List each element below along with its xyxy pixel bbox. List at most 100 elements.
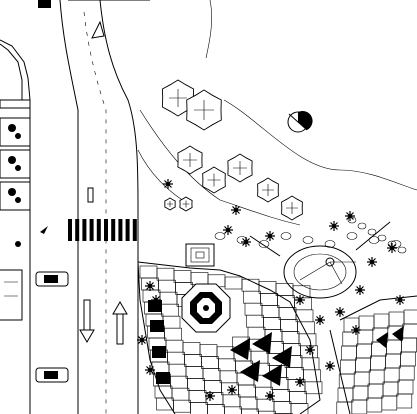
grid-cell — [182, 342, 201, 355]
grid-cell — [173, 270, 192, 283]
shrub-icon — [355, 285, 365, 295]
grid-cell — [256, 398, 275, 412]
crosswalk-stripe — [75, 219, 80, 241]
shrub-icon — [329, 221, 339, 231]
grid-cell — [367, 383, 384, 399]
grid-cell — [351, 399, 368, 414]
grid-cell — [401, 337, 417, 353]
roof-triangle — [376, 332, 388, 348]
octagon-pavilion — [181, 283, 231, 333]
grid-cell — [244, 302, 263, 316]
shrub-icon — [137, 335, 147, 345]
grid-cell — [352, 385, 369, 401]
grid-cell — [402, 323, 417, 339]
crosswalk-stripe — [125, 219, 130, 241]
grid-cell — [275, 283, 294, 296]
planter-box — [148, 300, 162, 312]
path-upper — [205, 0, 212, 59]
traffic-arrow-up-icon — [112, 301, 128, 345]
tree-icon — [177, 145, 203, 175]
shrub-icon — [15, 165, 21, 171]
shrub-icon — [15, 133, 21, 139]
crosswalk-stripe — [89, 219, 94, 241]
crosswalk-stripe — [104, 219, 108, 241]
grid-cell — [261, 305, 280, 318]
grid-cell — [382, 381, 399, 397]
roof-triangle — [272, 346, 292, 368]
shrub-icon — [295, 295, 305, 305]
parking-stall — [0, 181, 31, 211]
crosswalk-stripe — [111, 219, 116, 241]
planter-box — [150, 320, 164, 332]
hedge-shrub — [357, 222, 367, 230]
roof-triangle — [230, 338, 250, 360]
grid-cell — [224, 276, 243, 290]
parking-stalls — [0, 117, 31, 211]
tree-icon — [164, 197, 176, 211]
grid-cell — [218, 358, 236, 372]
tree-icon — [186, 89, 222, 131]
hedge-shrub — [387, 240, 397, 248]
park-boundary — [137, 0, 417, 226]
grid-cell — [366, 397, 383, 413]
grid-cell — [290, 403, 309, 414]
grid-cell — [304, 381, 323, 395]
grid-cell — [241, 408, 259, 414]
grid-cell — [216, 346, 235, 360]
grid-cell — [190, 272, 209, 285]
grid-cell — [295, 309, 314, 323]
planter-box — [156, 372, 170, 384]
grid-cell — [383, 367, 400, 383]
hedge-shrub — [214, 232, 226, 240]
grid-cell — [165, 339, 184, 353]
shrub-icon — [387, 243, 397, 253]
shrub-icon — [325, 361, 335, 371]
crosswalk-stripe — [82, 219, 87, 241]
trees-small — [137, 179, 405, 401]
grid-cell — [219, 370, 238, 384]
shrub-icon — [345, 211, 355, 221]
grid-cell — [275, 413, 293, 414]
shrub-icon — [265, 231, 275, 241]
tree-icon — [8, 188, 16, 196]
grid-cell — [263, 317, 281, 330]
shrub-icon — [145, 365, 155, 375]
grid-cell — [202, 368, 221, 381]
shrub-icon — [15, 197, 21, 203]
grid-cell — [158, 279, 176, 293]
grid-cell — [184, 354, 202, 367]
grid-building — [137, 261, 323, 414]
north-arrow-icon — [287, 110, 313, 133]
grid-cell — [381, 395, 398, 411]
road-edge-east — [99, 0, 139, 414]
building-detail — [4, 281, 18, 297]
grid-cell — [173, 399, 191, 413]
shrub-icon — [15, 241, 21, 247]
parking-stall — [0, 149, 31, 179]
hedge-shrub — [302, 236, 314, 244]
grid-cell — [356, 343, 372, 359]
median-marker — [87, 187, 94, 203]
tree-icon — [281, 195, 303, 221]
grid-cell — [161, 303, 179, 317]
shrubs — [214, 216, 407, 254]
grid-cell — [199, 344, 218, 357]
grid-cell — [386, 339, 402, 355]
grid-cell — [224, 406, 242, 414]
tree-icon — [8, 124, 16, 132]
hedge-shrub — [390, 240, 402, 248]
grid-cell — [368, 369, 385, 385]
grid-cell — [281, 331, 300, 344]
grid-cell — [185, 366, 204, 379]
shrub-icon — [145, 281, 155, 291]
grid-cell — [167, 351, 185, 365]
grid-cell — [168, 363, 187, 377]
grid-cell — [388, 311, 405, 327]
grid-cell — [243, 290, 261, 304]
circular-plaza — [249, 221, 391, 299]
grid-cell — [164, 327, 182, 341]
hedge-shrub — [377, 234, 387, 242]
grid-cell — [289, 391, 307, 404]
building-band — [0, 99, 31, 109]
car-icon — [35, 367, 69, 383]
